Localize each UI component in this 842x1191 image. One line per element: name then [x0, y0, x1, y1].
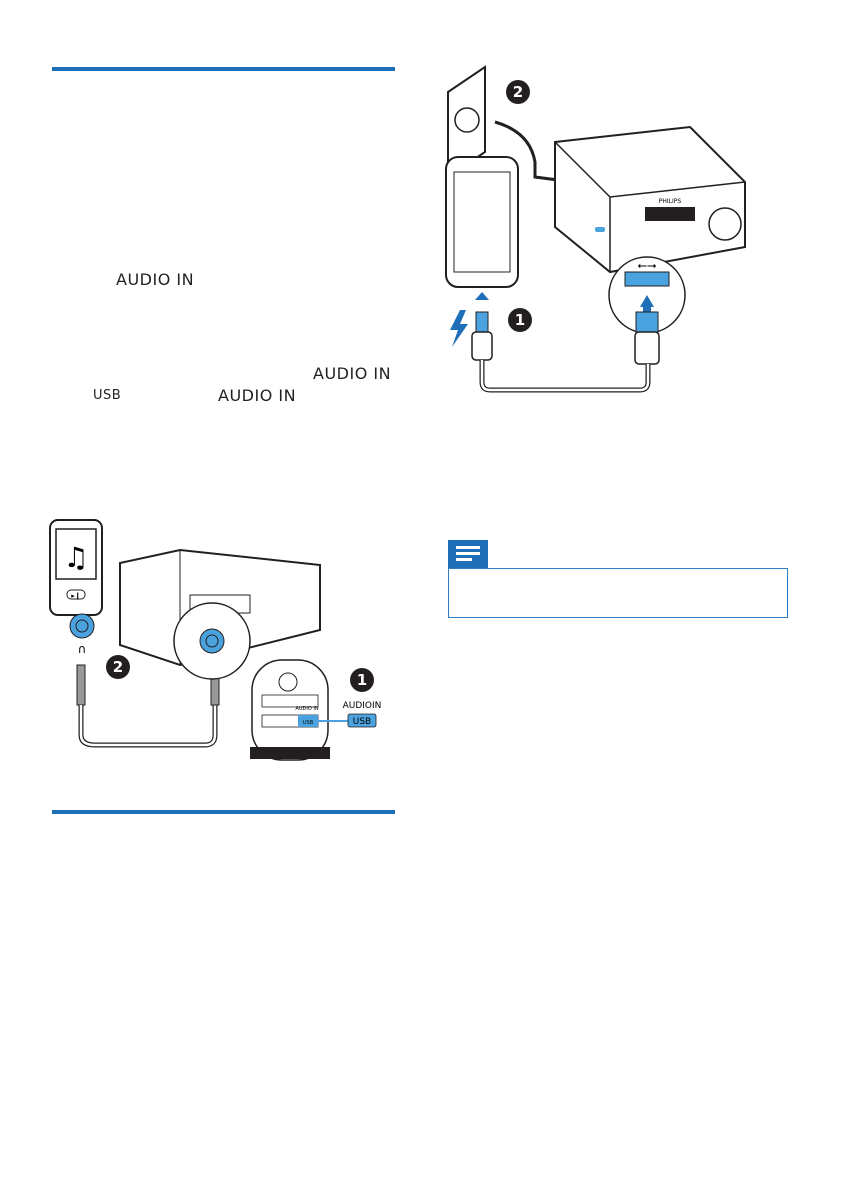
step-1-badge: [508, 308, 532, 332]
usb-charge-figure: 2 PHILIPS ⭠⭢ 1: [445, 65, 746, 393]
svg-text:PHILIPS: PHILIPS: [659, 198, 682, 205]
switch-usb-label: USB: [353, 717, 371, 727]
audio-in-label: AUDIO IN: [313, 364, 392, 383]
step-2-badge: [106, 655, 130, 679]
audio-in-label: AUDIO IN: [218, 386, 297, 405]
usb-label: USB: [93, 388, 122, 403]
step-1-badge: [350, 668, 374, 692]
headphones-icon: ∩: [78, 642, 87, 656]
music-note-icon: ♫: [63, 541, 88, 574]
media-player: ♫ ▸❙ ∩: [49, 519, 103, 656]
step-2-badge: [506, 80, 530, 104]
switch-audio-in-label: AUDIOIN: [343, 701, 382, 711]
svg-text:2: 2: [113, 658, 123, 676]
svg-text:1: 1: [357, 671, 367, 689]
note-box: [448, 568, 788, 618]
note-icon: [448, 540, 488, 568]
svg-text:1: 1: [515, 311, 525, 329]
section-rule-bottom: [52, 810, 395, 814]
svg-text:▸❙: ▸❙: [71, 592, 80, 600]
charging-icon: [450, 310, 468, 347]
usb-icon: ⭠⭢: [637, 258, 657, 272]
audio-in-label: AUDIO IN: [116, 270, 195, 289]
section-rule-top: [52, 67, 395, 71]
svg-text:2: 2: [513, 83, 523, 101]
svg-text:USB: USB: [303, 720, 314, 726]
svg-text:AUDIO IN: AUDIO IN: [295, 706, 318, 712]
audio-in-figure: ♫ ▸❙ ∩ 2 AUDIO IN USB 1 AUDIOIN USB: [49, 519, 382, 761]
